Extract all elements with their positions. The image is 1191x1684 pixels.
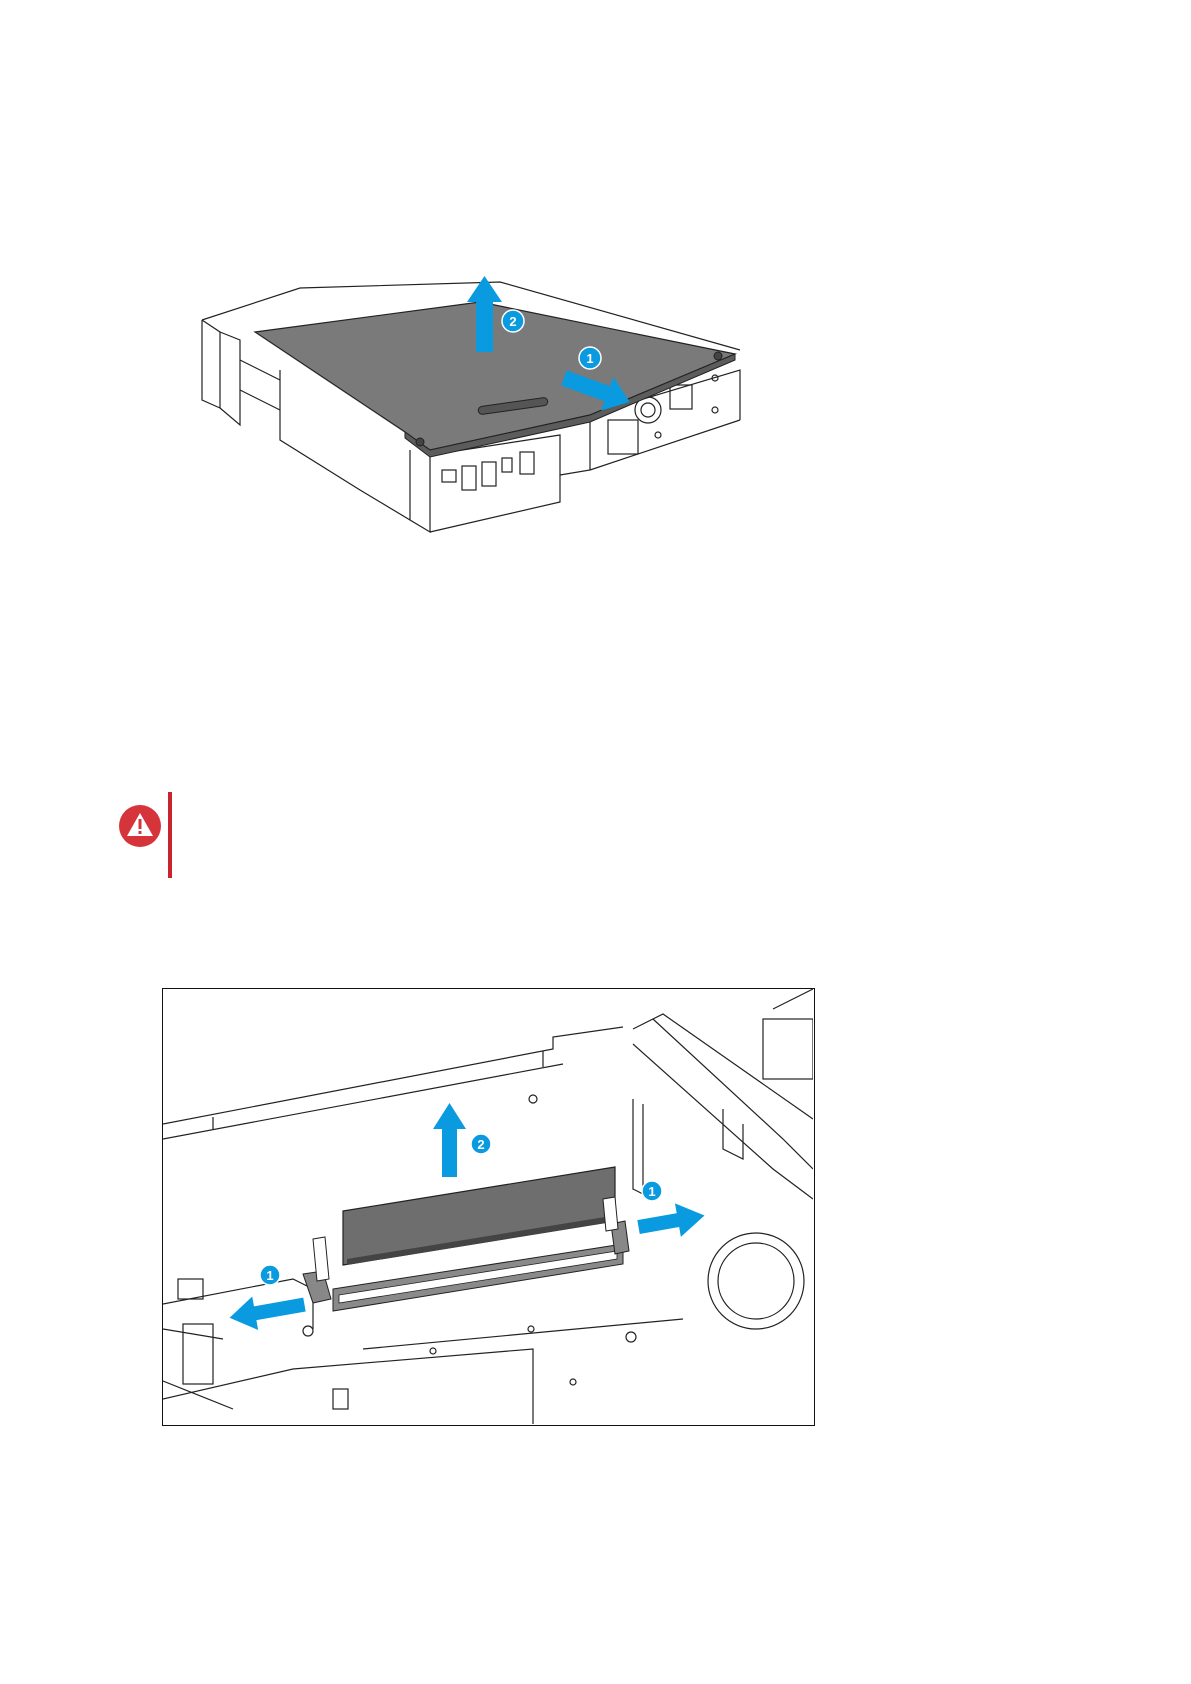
warning-accent-bar (168, 792, 172, 878)
step-badge-1-right: 1 (642, 1181, 662, 1201)
step-badge-1: 1 (579, 347, 601, 369)
step-number-2: 2 (477, 1137, 484, 1152)
memory-slot-drawing: 2 1 1 (163, 989, 813, 1424)
step-number-1: 1 (266, 1268, 273, 1283)
step-badge-2: 2 (502, 310, 524, 332)
latch-right-arrow-icon (636, 1199, 708, 1244)
top-cover (255, 302, 735, 450)
cover-removal-illustration: 2 1 (180, 270, 800, 570)
warning-triangle-icon (118, 804, 162, 848)
nas-chassis-drawing: 2 1 (180, 270, 800, 570)
latch-left-arrow-icon (227, 1288, 308, 1335)
pull-up-arrow-icon (433, 1103, 466, 1177)
memory-module (343, 1167, 615, 1265)
step-number-1: 1 (586, 351, 593, 366)
step-number-1b: 1 (648, 1184, 655, 1199)
memory-removal-illustration: 2 1 1 (162, 988, 815, 1426)
warning-callout (112, 792, 612, 878)
step-number-2: 2 (509, 314, 516, 329)
step-badge-1-left: 1 (260, 1265, 280, 1285)
step-badge-2: 2 (471, 1134, 491, 1154)
